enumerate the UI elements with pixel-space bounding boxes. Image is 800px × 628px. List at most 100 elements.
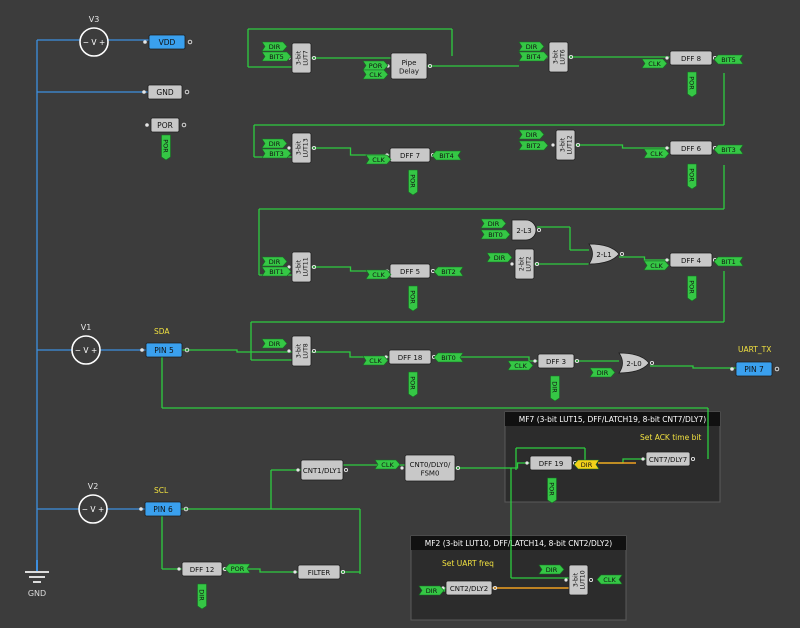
signal-tag[interactable]: BIT3: [713, 144, 744, 155]
logic-block[interactable]: CNT7/DLY7: [641, 451, 696, 467]
tag-label: DIR: [494, 254, 506, 262]
io-pin[interactable]: VDD: [143, 34, 193, 50]
signal-tag[interactable]: BIT2: [433, 266, 464, 277]
signal-tag[interactable]: DIR: [261, 256, 288, 267]
block-label: DFF 6: [681, 145, 702, 153]
logic-block[interactable]: DFF 5: [385, 263, 436, 279]
tag-label: CLK: [372, 271, 385, 279]
signal-tag[interactable]: BIT4: [518, 51, 549, 62]
signal-tag[interactable]: DIR: [480, 218, 507, 229]
macro-cell[interactable]: MF2 (3-bit LUT10, DFF/LATCH14, 8-bit CNT…: [410, 535, 627, 621]
signal-tag[interactable]: BIT5: [261, 51, 292, 62]
logic-block[interactable]: 3-bitLUT13: [287, 132, 317, 164]
io-pin[interactable]: PIN 7: [730, 361, 780, 377]
signal-wire[interactable]: [650, 365, 736, 369]
signal-tag[interactable]: DIR: [573, 459, 600, 470]
logic-block[interactable]: DFF 7: [385, 147, 436, 163]
tag-label: BIT3: [721, 146, 735, 154]
signal-tag[interactable]: BIT2: [518, 140, 549, 151]
signal-tag[interactable]: DIR: [261, 41, 288, 52]
logic-block[interactable]: CNT0/DLY0/FSM0: [400, 454, 461, 482]
signal-tag-vertical[interactable]: POR: [408, 285, 418, 312]
signal-tag[interactable]: BIT4: [431, 150, 462, 161]
tag-label: CLK: [372, 156, 385, 164]
io-pin[interactable]: PIN 5: [140, 342, 190, 358]
signal-tag[interactable]: CLK: [362, 355, 389, 366]
signal-tag-vertical[interactable]: DIR: [550, 375, 560, 402]
logic-block[interactable]: CNT2/DLY2: [441, 580, 498, 596]
signal-wire[interactable]: [311, 147, 390, 156]
voltage-source[interactable]: − V +V2: [78, 482, 108, 524]
signal-wire[interactable]: [575, 144, 670, 149]
logic-block[interactable]: DFF 12: [177, 561, 228, 577]
signal-tag[interactable]: CLK: [362, 69, 389, 80]
signal-tag[interactable]: DIR: [538, 564, 565, 575]
signal-tag[interactable]: DIR: [589, 367, 616, 378]
logic-block[interactable]: 2-bitLUT2: [510, 248, 540, 280]
io-pin[interactable]: PIN 6: [139, 501, 189, 517]
signal-tag-vertical[interactable]: POR: [687, 275, 697, 302]
logic-block[interactable]: DFF 19: [525, 455, 578, 471]
signal-tag[interactable]: CLK: [643, 148, 670, 159]
block-label: DFF 8: [681, 55, 701, 63]
signal-tag[interactable]: BIT3: [261, 148, 292, 159]
logic-block[interactable]: DFF 8: [665, 50, 718, 66]
signal-tag[interactable]: CLK: [641, 58, 668, 69]
signal-tag[interactable]: BIT0: [433, 352, 464, 363]
pin-label: PIN 5: [154, 346, 174, 355]
logic-block[interactable]: CNT1/DLY1: [296, 459, 349, 481]
signal-tag[interactable]: DIR: [261, 138, 288, 149]
signal-tag[interactable]: CLK: [365, 269, 392, 280]
logic-gate[interactable]: 2-L1: [588, 243, 625, 265]
signal-tag[interactable]: CLK: [374, 459, 401, 470]
signal-tag[interactable]: BIT0: [480, 229, 511, 240]
logic-block[interactable]: 3-bitLUT10: [564, 564, 594, 596]
signal-tag-vertical[interactable]: POR: [687, 71, 697, 98]
signal-tag-vertical[interactable]: DIR: [197, 583, 207, 610]
signal-tag[interactable]: POR: [362, 60, 389, 71]
signal-tag[interactable]: DIR: [418, 585, 445, 596]
tag-label: DIR: [546, 566, 558, 574]
voltage-source[interactable]: − V +V3: [79, 15, 109, 57]
signal-wire[interactable]: [619, 256, 670, 261]
logic-block[interactable]: DFF 4: [665, 252, 718, 268]
signal-tag-vertical[interactable]: POR: [547, 477, 557, 504]
signal-wire[interactable]: [182, 349, 292, 353]
logic-gate[interactable]: 2-L3: [511, 219, 542, 241]
logic-block[interactable]: 3-bitLUT7: [287, 42, 317, 74]
signal-tag[interactable]: CLK: [596, 574, 623, 585]
signal-tag[interactable]: CLK: [365, 154, 392, 165]
signal-tag[interactable]: DIR: [486, 252, 513, 263]
voltage-source[interactable]: − V +V1: [71, 323, 101, 365]
logic-block[interactable]: DFF 18: [384, 349, 437, 365]
tag-label: CLK: [650, 150, 663, 158]
logic-block[interactable]: DFF 6: [665, 140, 718, 156]
logic-block[interactable]: 3-bitLUT11: [287, 251, 317, 283]
io-pin[interactable]: GND: [142, 84, 190, 100]
signal-tag[interactable]: CLK: [643, 260, 670, 271]
logic-block[interactable]: FILTER: [293, 564, 346, 580]
signal-tag[interactable]: BIT5: [713, 54, 744, 65]
logic-block[interactable]: 3-bitLUT6: [544, 41, 574, 73]
signal-tag[interactable]: DIR: [518, 41, 545, 52]
block-label: DFF 18: [398, 354, 423, 362]
signal-tag[interactable]: DIR: [518, 129, 545, 140]
io-pin[interactable]: POR: [145, 117, 187, 133]
block-label: 3-bitLUT10: [573, 570, 587, 589]
logic-gate[interactable]: 2-L0: [618, 352, 655, 374]
signal-tag[interactable]: DIR: [261, 338, 288, 349]
signal-tag-vertical[interactable]: POR: [687, 163, 697, 190]
signal-tag-vertical[interactable]: POR: [408, 371, 418, 398]
signal-tag[interactable]: BIT1: [713, 256, 744, 267]
signal-tag-vertical[interactable]: POR: [408, 169, 418, 196]
signal-tag[interactable]: BIT1: [261, 266, 292, 277]
signal-tag[interactable]: CLK: [507, 360, 534, 371]
logic-block[interactable]: 3-bitLUT12: [551, 129, 581, 161]
signal-tag[interactable]: POR: [224, 563, 251, 574]
signal-tag-vertical[interactable]: POR: [161, 134, 171, 161]
macro-layer: MF7 (3-bit LUT15, DFF/LATCH19, 8-bit CNT…: [410, 411, 721, 621]
macro-title: MF7 (3-bit LUT15, DFF/LATCH19, 8-bit CNT…: [519, 415, 707, 424]
logic-block[interactable]: DFF 3: [533, 353, 580, 369]
logic-block[interactable]: 3-bitLUT8: [287, 335, 317, 367]
